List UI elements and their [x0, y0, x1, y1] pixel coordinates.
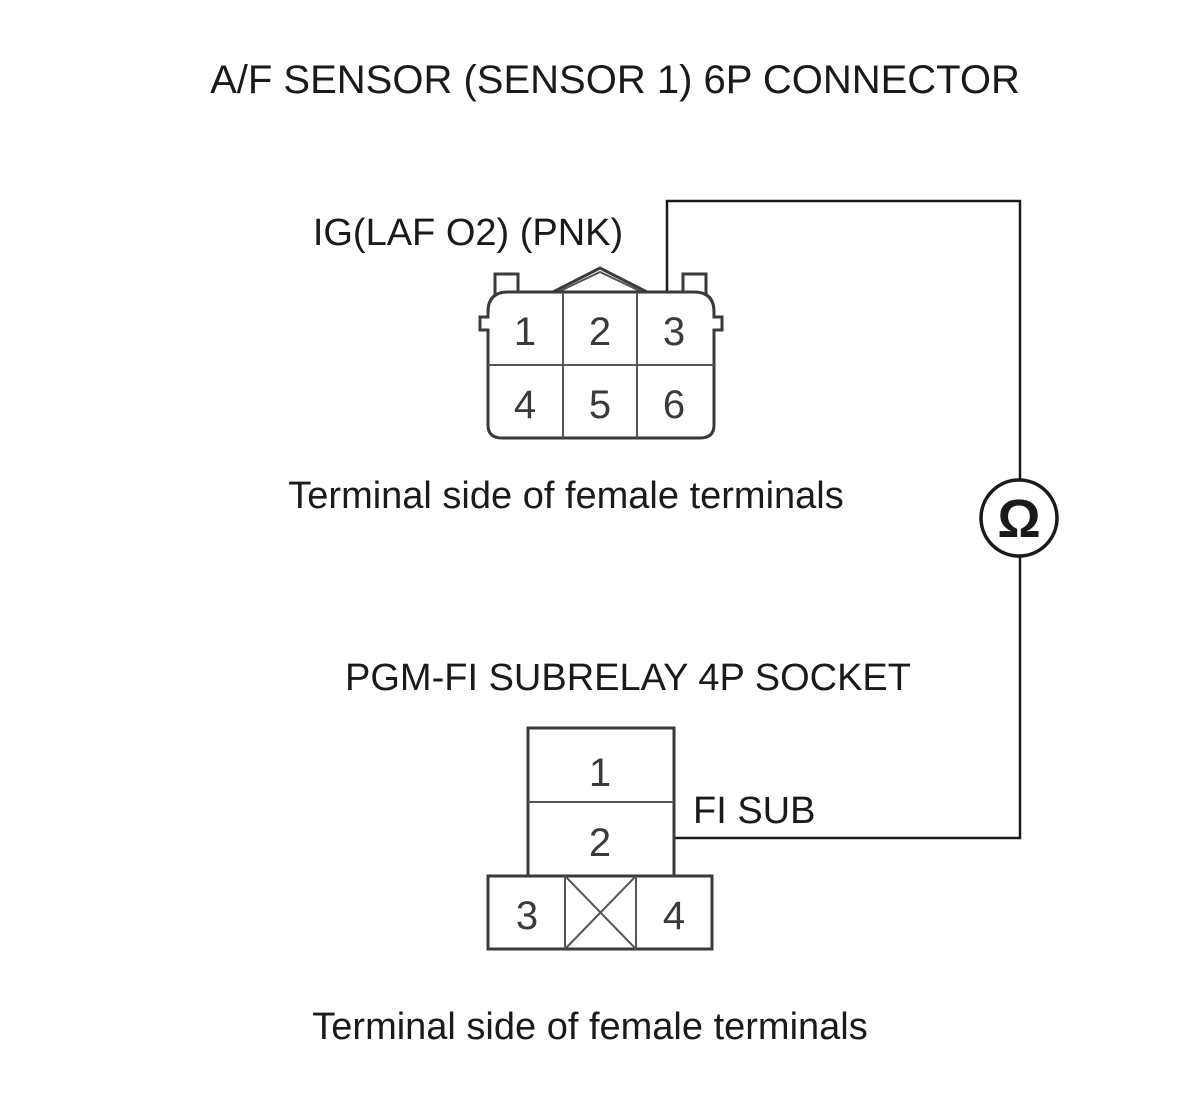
subrelay-caption: Terminal side of female terminals [312, 1006, 867, 1048]
af-sensor-6p-connector: IG(LAF O2) (PNK) 1 2 3 4 5 6 Terminal si… [288, 212, 843, 517]
af-pin-5: 5 [589, 383, 611, 427]
af-pin-6: 6 [663, 383, 685, 427]
af-caption: Terminal side of female terminals [288, 475, 843, 517]
ohm-icon: Ω [997, 489, 1040, 549]
subrelay-pin-2: 2 [589, 821, 611, 865]
af-pin-3: 3 [663, 310, 685, 354]
subrelay-pin-3: 3 [516, 894, 538, 938]
ohmmeter-circle [979, 478, 1059, 558]
diagram-title: A/F SENSOR (SENSOR 1) 6P CONNECTOR [210, 58, 1020, 102]
ohmmeter: Ω [979, 478, 1059, 558]
connector-key-line [557, 270, 643, 293]
wire-af-to-meter [665, 199, 1022, 480]
af-pin-1: 1 [514, 310, 536, 354]
subrelay-wire-label: FI SUB [693, 790, 815, 832]
af-pin-4: 4 [514, 383, 536, 427]
subrelay-title: PGM-FI SUBRELAY 4P SOCKET [345, 657, 911, 699]
socket-blank-cross-b [564, 875, 637, 950]
af-wire-label: IG(LAF O2) (PNK) [313, 212, 623, 254]
subrelay-pin-4: 4 [663, 894, 685, 938]
af-pin-2: 2 [589, 310, 611, 354]
wire-meter-to-subrelay [674, 557, 1022, 840]
subrelay-pin-1: 1 [589, 751, 611, 795]
pgm-fi-subrelay-4p-socket: PGM-FI SUBRELAY 4P SOCKET 1 2 3 4 FI SUB… [312, 657, 911, 1048]
